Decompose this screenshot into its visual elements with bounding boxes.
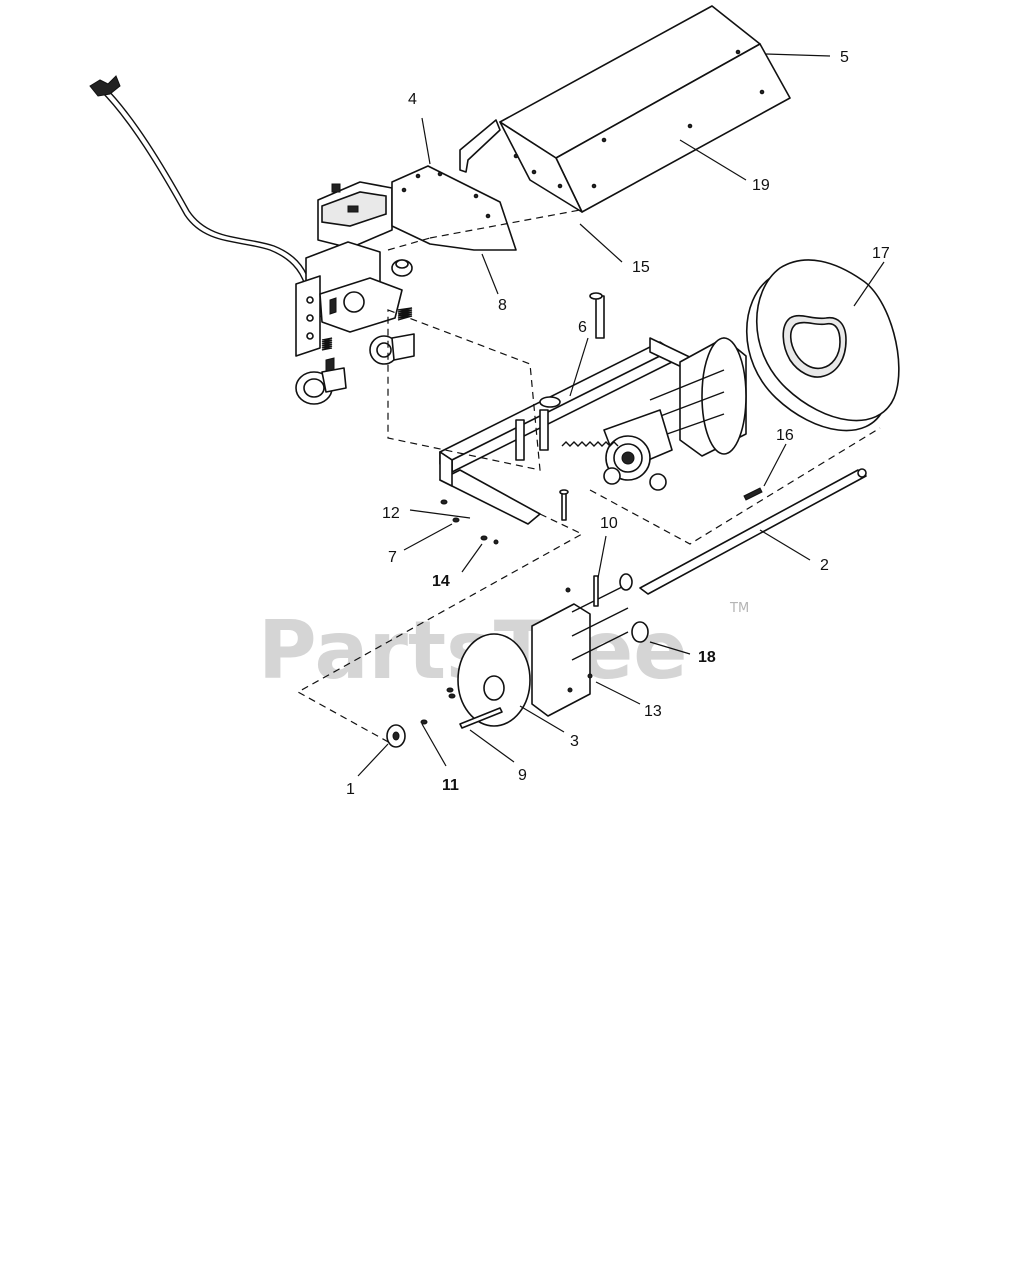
hardware-part-12[interactable] — [440, 499, 448, 505]
frame-rail-part-6[interactable] — [439, 292, 701, 525]
callout-5[interactable]: 5 — [840, 49, 849, 66]
callout-19[interactable]: 19 — [752, 177, 770, 194]
hardware-part-7[interactable] — [452, 517, 460, 523]
callout-13[interactable]: 13 — [644, 703, 662, 720]
wheel-left[interactable] — [295, 367, 347, 405]
engine-assembly[interactable] — [295, 181, 403, 375]
pin-part-9[interactable] — [459, 707, 503, 729]
adjuster-nut[interactable] — [391, 259, 413, 277]
callout-11[interactable]: 11 — [442, 777, 459, 794]
spring-right — [397, 307, 413, 321]
callout-15[interactable]: 15 — [632, 259, 650, 276]
callout-10[interactable]: 10 — [600, 515, 618, 532]
assembly-guide-lines — [296, 209, 881, 745]
callout-2[interactable]: 2 — [820, 557, 829, 574]
throttle-cable[interactable] — [89, 75, 310, 286]
small-bolts[interactable] — [446, 587, 593, 699]
callout-14[interactable]: 14 — [432, 573, 450, 590]
callout-8[interactable]: 8 — [498, 297, 507, 314]
wheel-right[interactable] — [369, 333, 415, 365]
pin-part-16[interactable] — [743, 487, 763, 501]
drum-belt-part-17[interactable] — [746, 259, 900, 432]
hardware-part-14[interactable] — [480, 535, 499, 545]
trademark-mark: TM — [729, 601, 749, 616]
spring-left — [321, 337, 333, 351]
side-plate-part-4[interactable] — [391, 165, 517, 251]
spacer-part-11[interactable] — [420, 719, 428, 725]
callout-3[interactable]: 3 — [570, 733, 579, 750]
disk-plate-part-3[interactable] — [457, 633, 531, 727]
callout-12[interactable]: 12 — [382, 505, 400, 522]
callout-9[interactable]: 9 — [518, 767, 527, 784]
callout-6[interactable]: 6 — [578, 319, 587, 336]
callout-17[interactable]: 17 — [872, 245, 890, 262]
leader-lines — [357, 53, 885, 777]
pulley-assembly[interactable] — [561, 435, 667, 491]
callout-4[interactable]: 4 — [408, 91, 417, 108]
bracket-part-10[interactable] — [531, 573, 649, 717]
drum-assembly[interactable] — [603, 337, 747, 473]
callout-1[interactable]: 1 — [346, 781, 355, 798]
cover-housing-part-19[interactable] — [459, 5, 791, 213]
callout-labels: 5 19 4 15 8 17 6 16 2 12 7 14 10 18 13 3… — [346, 49, 890, 798]
callout-16[interactable]: 16 — [776, 427, 794, 444]
bearing-part-1[interactable] — [386, 724, 406, 748]
callout-18[interactable]: 18 — [698, 649, 716, 666]
shaft-part-2[interactable] — [639, 468, 867, 595]
bolt[interactable] — [559, 489, 569, 521]
callout-7[interactable]: 7 — [388, 549, 397, 566]
